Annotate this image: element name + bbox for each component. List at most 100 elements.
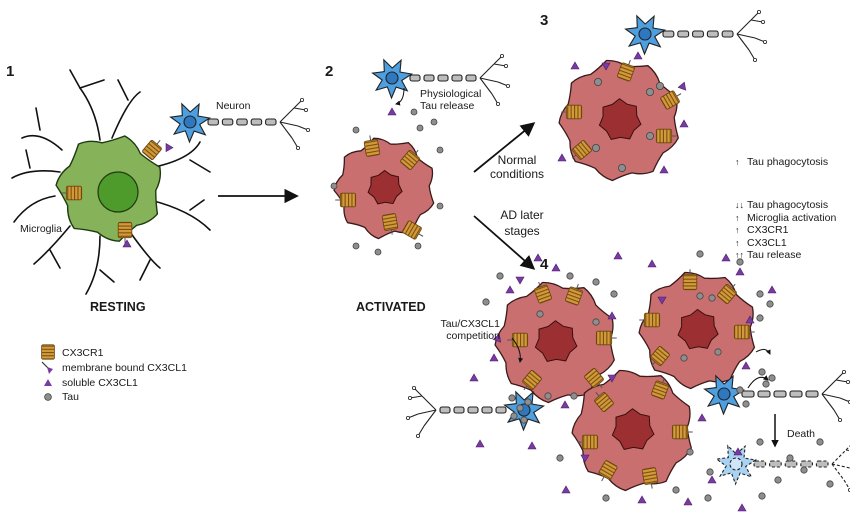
cx3cr1-receptor (641, 467, 659, 489)
tau-dot (768, 374, 776, 382)
tau-dot (592, 143, 601, 152)
soluble-cx3cl1 (551, 263, 561, 272)
soluble-cx3cl1 (560, 400, 570, 409)
tau-dot (496, 272, 504, 280)
resting-nucleus (97, 171, 139, 213)
microglia-branch (13, 195, 56, 223)
tau-dot (524, 398, 532, 406)
microglia-branch (25, 149, 31, 169)
ad-later-label: AD later (500, 208, 544, 222)
axon (405, 385, 507, 438)
competition-label-2: competition (446, 330, 500, 342)
soluble-cx3cl1 (505, 285, 515, 294)
effect-ad-item: ↓↓Tau phagocytosis (735, 199, 836, 212)
axon (753, 445, 850, 492)
neuron-nucleus (183, 115, 197, 129)
microglia-branch (11, 170, 61, 179)
soluble-cx3cl1 (677, 81, 687, 91)
microglia-branch (129, 231, 161, 269)
cx3cr1-receptor (61, 185, 83, 201)
cx3cr1-receptor (561, 104, 583, 120)
microglia-branch (21, 134, 63, 151)
microglia-branch (117, 79, 129, 101)
neuron-nucleus (385, 71, 399, 85)
triangle-icon (44, 379, 52, 386)
tau-dot (610, 290, 618, 298)
effect-ad-item: ↑ CX3CR1 (735, 224, 836, 237)
microglia-branch (99, 269, 115, 283)
soluble-cx3cl1 (601, 62, 611, 71)
tau-dot (714, 348, 722, 356)
cx3cr1-receptor (335, 192, 357, 208)
cx3cr1-receptor (142, 139, 162, 160)
effect-text: CX3CR1 (747, 224, 789, 236)
soluble-cx3cl1 (647, 259, 657, 268)
microglia-branch (33, 225, 71, 265)
tau-dot (592, 318, 600, 326)
tau-dot (436, 146, 444, 154)
tau-dot (672, 486, 680, 494)
axon (662, 9, 768, 63)
soluble-cx3cl1 (637, 495, 647, 504)
panel-number-2: 2 (325, 63, 334, 80)
microglia-branch (79, 87, 101, 141)
cx3cr1-receptor (594, 391, 614, 412)
cx3cr1-receptor (534, 281, 552, 304)
soluble-cx3cl1 (733, 447, 743, 456)
cx3cr1-receptor (617, 59, 635, 82)
axon (409, 54, 510, 107)
tau-dot (686, 448, 694, 456)
cx3cr1-receptor (650, 346, 670, 367)
membrane-ligand-icon (41, 361, 53, 374)
legend-tau: Tau (62, 391, 79, 403)
soluble-cx3cl1 (533, 253, 543, 262)
microglia-branch (189, 159, 211, 173)
up-arrow-icon: ↑ (735, 157, 740, 167)
soluble-cx3cl1 (657, 296, 667, 305)
soluble-cx3cl1 (387, 107, 397, 116)
tau-dot (736, 386, 744, 394)
flow-arrow (473, 122, 536, 173)
soluble-cx3cl1 (527, 441, 537, 450)
soluble-cx3cl1 (745, 315, 755, 324)
cx3cr1-receptor (598, 460, 618, 482)
tau-dot (680, 354, 688, 362)
normal-label: Normal (497, 153, 537, 167)
cx3cr1-receptor (577, 434, 599, 450)
soluble-cx3cl1 (659, 165, 669, 174)
tau-dot (826, 480, 834, 488)
tau-dot (352, 126, 360, 134)
tau-dot (786, 454, 794, 462)
soluble-cx3cl1 (721, 253, 731, 262)
tau-dot (774, 476, 782, 484)
double-down-arrow-icon: ↓↓ (735, 200, 744, 210)
soluble-cx3cl1 (607, 374, 617, 383)
effect-text: Tau release (747, 249, 802, 261)
activated-nucleus (367, 169, 403, 205)
effect-text: Microglia activation (747, 211, 837, 224)
tau-dot (414, 242, 422, 250)
competition-arrow (511, 337, 524, 363)
cx3cr1-receptor (402, 220, 424, 240)
tau-dot (482, 298, 490, 306)
soluble-cx3cl1 (613, 251, 623, 260)
tau-dot (508, 394, 516, 402)
cx3cr1-receptor (639, 312, 661, 328)
tau-dot (352, 242, 360, 250)
receptor-icon (41, 344, 55, 360)
effect-ad-item: ↑↑Tau release (735, 249, 836, 262)
microglia-branch (111, 91, 141, 139)
up-arrow-icon: ↑ (735, 225, 740, 235)
tau-dot (708, 294, 716, 302)
tau-dot (618, 163, 627, 172)
soluble-cx3cl1 (697, 413, 707, 422)
double-up-arrow-icon: ↑↑ (735, 250, 744, 260)
release-arrow (395, 87, 405, 106)
tau-dot (594, 78, 603, 87)
axon (741, 369, 850, 422)
stages-label: stages (504, 224, 540, 238)
tau-dot (430, 118, 438, 126)
soluble-cx3cl1 (707, 475, 717, 484)
tau-dot (696, 250, 704, 258)
